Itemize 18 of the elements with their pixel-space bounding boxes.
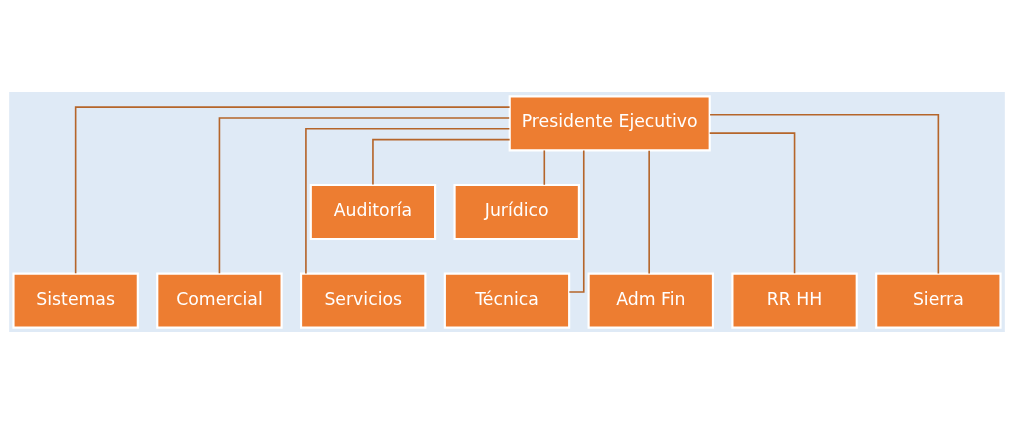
node-box: Técnica bbox=[443, 272, 571, 329]
connector bbox=[218, 116, 510, 274]
connector bbox=[372, 138, 511, 185]
node-box: RR HH bbox=[731, 272, 858, 329]
connector bbox=[709, 113, 940, 274]
node-box: Sistemas bbox=[12, 272, 139, 329]
connector bbox=[648, 149, 650, 274]
node-box: Servicios bbox=[299, 272, 427, 329]
connector bbox=[543, 149, 546, 186]
node-box: Comercial bbox=[156, 272, 283, 329]
node-box: Jurídico bbox=[453, 183, 580, 240]
connector bbox=[305, 127, 511, 274]
node-box: Sierra bbox=[875, 272, 1002, 329]
node-box: Presidente Ejecutivo bbox=[508, 94, 711, 151]
node-box: Auditoría bbox=[309, 183, 437, 240]
connector bbox=[708, 131, 796, 274]
node-box: Adm Fin bbox=[587, 272, 715, 329]
connector bbox=[74, 105, 511, 274]
